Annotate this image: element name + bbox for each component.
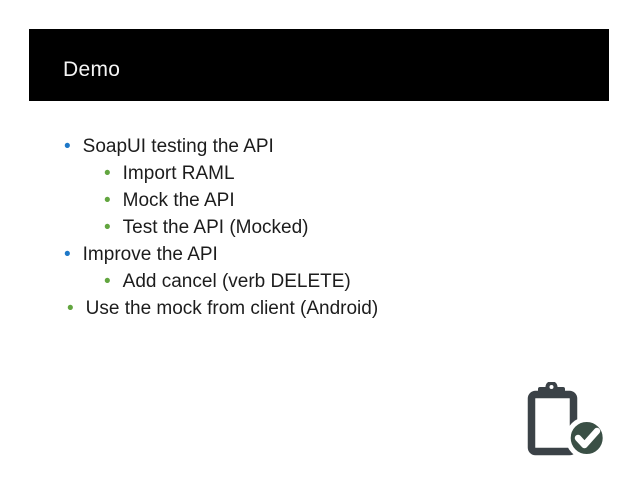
list-item-text: Use the mock from client (Android) [85,298,379,319]
list-item-text: Test the API (Mocked) [122,217,309,238]
slide-title-bar: Demo [29,29,609,101]
list-item: • Test the API (Mocked) [104,214,378,241]
list-item: • Improve the API [64,241,378,268]
bullet-icon: • [104,217,111,238]
list-item: • SoapUI testing the API [64,133,378,160]
bullet-icon: • [64,136,71,157]
list-item: • Import RAML [104,160,378,187]
clipboard-check-icon [524,381,620,468]
list-item-text: Import RAML [122,163,235,184]
slide-title: Demo [63,57,121,81]
bullet-icon: • [104,190,111,211]
clipboard-check-svg [527,381,608,459]
bullet-icon: • [104,163,111,184]
list-item-text: Add cancel (verb DELETE) [122,271,351,292]
list-item-text: Improve the API [82,244,218,265]
list-item: • Add cancel (verb DELETE) [104,268,378,295]
list-item-text: Mock the API [122,190,235,211]
list-item-text: SoapUI testing the API [82,136,274,157]
bullet-icon: • [104,271,111,292]
list-item: • Use the mock from client (Android) [67,295,378,322]
list-item: • Mock the API [104,187,378,214]
bullet-icon: • [64,244,71,265]
bullet-list: • SoapUI testing the API • Import RAML •… [64,133,378,322]
bullet-icon: • [67,298,74,319]
